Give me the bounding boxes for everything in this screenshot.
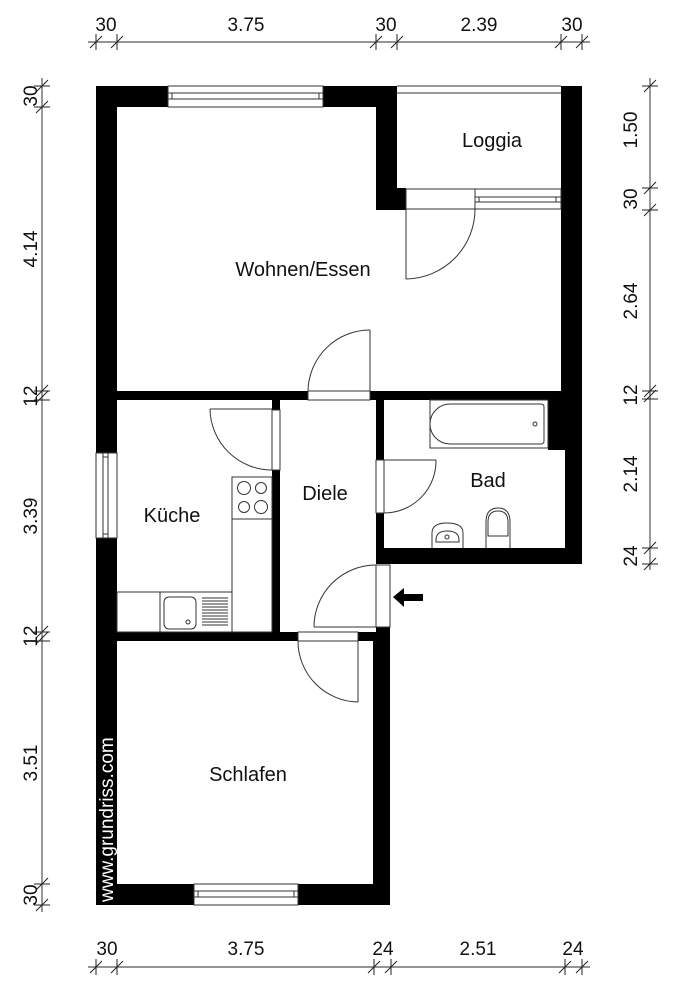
doors <box>209 188 476 703</box>
dim-left-5: 3.51 <box>21 745 42 782</box>
kitchen-fixtures <box>116 476 273 633</box>
door-wohnen <box>307 329 371 401</box>
room-label-wohnen: Wohnen/Essen <box>235 259 370 281</box>
bottom-dimension-chain: 30 3.75 24 2.51 24 <box>88 939 590 975</box>
dim-right-1: 30 <box>621 188 642 209</box>
bathtub-icon <box>429 399 549 449</box>
dim-right-0: 1.50 <box>621 112 642 149</box>
door-schlafen <box>297 631 359 703</box>
dim-right-5: 24 <box>621 545 642 567</box>
window-wohnen <box>167 85 324 108</box>
dim-bottom-2: 24 <box>372 939 394 960</box>
sink-icon <box>163 596 228 630</box>
window-kueche <box>95 452 118 539</box>
toilet-icon <box>485 507 511 548</box>
dim-left-0: 30 <box>21 85 42 106</box>
dim-left-6: 30 <box>21 884 42 905</box>
arrow-left-icon <box>393 588 423 607</box>
washbasin-icon <box>431 522 464 548</box>
dim-top-4: 30 <box>561 15 582 36</box>
dim-top-1: 3.75 <box>228 15 265 36</box>
dim-right-4: 2.14 <box>621 455 642 492</box>
door-bad <box>375 459 437 514</box>
dim-bottom-3: 2.51 <box>460 939 497 960</box>
room-label-diele: Diele <box>302 483 348 505</box>
dim-left-1: 4.14 <box>21 230 42 267</box>
walls <box>96 86 582 905</box>
watermark: www.grundriss.com <box>97 737 118 903</box>
loggia-railing <box>397 85 561 94</box>
door-kueche <box>209 408 281 471</box>
room-label-loggia: Loggia <box>462 130 523 152</box>
door-entrance <box>313 564 391 628</box>
left-dimension-chain: 30 4.14 12 3.39 12 3.51 30 <box>21 78 50 912</box>
dim-left-4: 12 <box>21 625 42 646</box>
room-label-schlafen: Schlafen <box>209 764 287 786</box>
room-label-kueche: Küche <box>144 505 201 527</box>
room-label-bad: Bad <box>470 470 506 492</box>
window-loggia <box>474 188 562 210</box>
dim-bottom-1: 3.75 <box>228 939 265 960</box>
right-dimension-chain: 1.50 30 2.64 12 2.14 24 <box>621 78 658 571</box>
dim-top-2: 30 <box>375 15 396 36</box>
dim-left-3: 3.39 <box>21 498 42 535</box>
dim-bottom-0: 30 <box>96 939 117 960</box>
window-schlafen <box>193 883 299 906</box>
dim-left-2: 12 <box>21 385 42 406</box>
dim-top-3: 2.39 <box>461 15 498 36</box>
dim-bottom-4: 24 <box>562 939 584 960</box>
windows <box>95 85 562 906</box>
stove-icon <box>231 476 273 520</box>
dim-right-3: 12 <box>621 384 642 405</box>
door-loggia <box>405 188 476 280</box>
bathroom-fixtures <box>429 399 549 548</box>
dim-top-0: 30 <box>95 15 116 36</box>
dim-right-2: 2.64 <box>621 282 642 319</box>
top-dimension-chain: 30 3.75 30 2.39 30 <box>88 15 590 50</box>
